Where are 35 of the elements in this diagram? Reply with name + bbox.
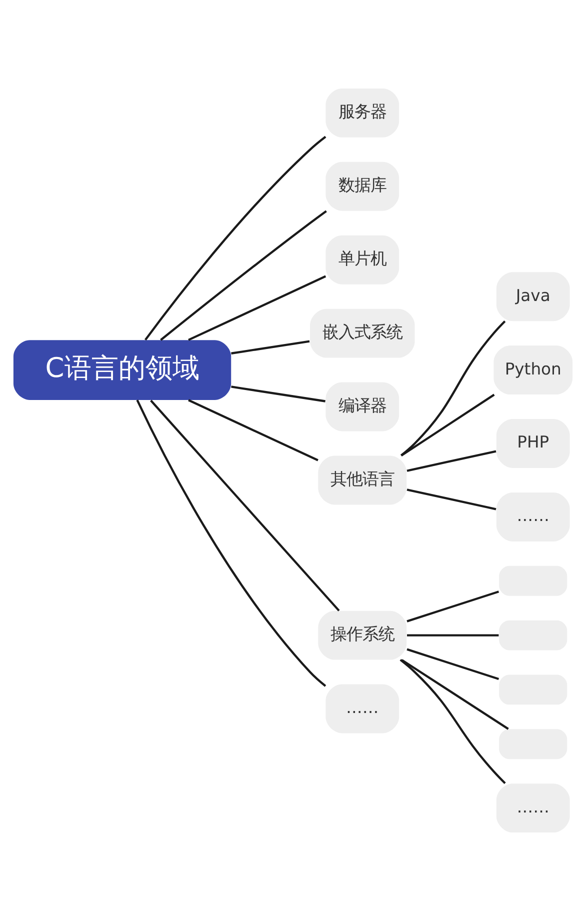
node-box: PHP: [496, 419, 570, 468]
connector: [406, 450, 496, 472]
connector: [144, 136, 326, 341]
node-box: 其他语言: [318, 456, 407, 505]
connector: [400, 394, 495, 456]
connector: [400, 658, 506, 784]
node-box: 数据库: [326, 162, 400, 211]
node-box: [499, 566, 568, 596]
connector: [231, 386, 326, 402]
node-box: [499, 729, 568, 760]
connector: [406, 648, 500, 680]
node-box: Python: [494, 346, 573, 395]
node-box: ……: [496, 784, 570, 833]
connector: [231, 340, 310, 354]
node-box: [499, 620, 568, 650]
node-box: ……: [326, 684, 400, 734]
connector: [160, 210, 327, 341]
connector: [406, 488, 496, 510]
node-box: 嵌入式系统: [310, 308, 415, 358]
node-box: Java: [496, 272, 570, 322]
node-box: [499, 674, 568, 705]
connector: [188, 399, 318, 462]
node-box: 服务器: [326, 88, 400, 138]
connector: [401, 659, 509, 730]
connector: [406, 590, 500, 622]
node-box: 操作系统: [318, 610, 407, 660]
node-box: 单片机: [326, 235, 400, 284]
node-box: C语言的领域: [13, 340, 232, 400]
node-box: 编译器: [326, 382, 400, 432]
connector: [407, 634, 499, 636]
connector: [400, 320, 506, 456]
connector: [188, 275, 326, 341]
node-box: ……: [496, 492, 570, 542]
connector: [150, 400, 340, 612]
connector: [136, 400, 326, 687]
